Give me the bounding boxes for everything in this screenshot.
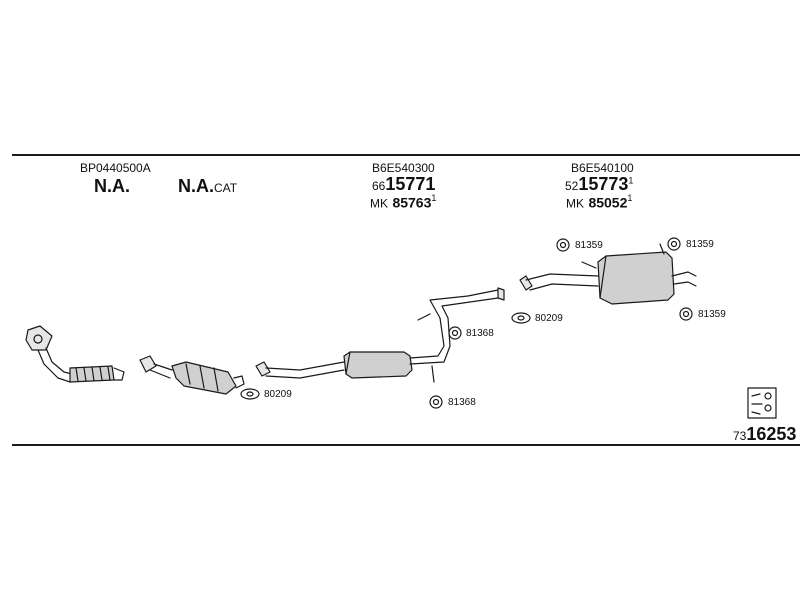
middle-silencer-note-mark: 1 [431, 193, 437, 203]
rubber-hanger-icon [429, 395, 443, 409]
middle-silencer-mk-number: 85763 [392, 194, 432, 211]
middle-silencer-part [255, 287, 505, 383]
bottom-rule [12, 444, 800, 446]
part-code-middle-silencer: B6E540300 [372, 161, 435, 175]
callout-label: 81368 [466, 328, 494, 339]
catalyst-na-text: N.A. [178, 176, 214, 196]
rear-silencer-number: 52157731 [565, 174, 633, 195]
rear-silencer-mk: MK 850521 [566, 193, 632, 212]
rubber-hanger-icon [448, 326, 462, 340]
rear-silencer-note-mark: 1 [628, 175, 634, 186]
rear-silencer-prefix: 52 [565, 179, 579, 193]
kit-number: 7316253 [733, 424, 796, 445]
front-pipe-part [25, 325, 125, 383]
middle-silencer-mk: MK 857631 [370, 193, 436, 212]
callout-label: 81359 [686, 239, 714, 250]
gasket-icon [240, 388, 260, 400]
part-code-front-pipe: BP0440500A [80, 161, 151, 175]
rear-silencer-mk-number: 85052 [588, 194, 628, 211]
rubber-hanger-icon [556, 238, 570, 252]
kit-number-main: 16253 [746, 424, 797, 444]
gasket-icon [511, 312, 531, 324]
part-code-rear-silencer: B6E540100 [571, 161, 634, 175]
rear-silencer-mk-note-mark: 1 [627, 193, 633, 203]
middle-silencer-main: 15771 [385, 174, 436, 194]
callout-label: 80209 [264, 389, 292, 400]
rear-silencer-mk-label: MK [566, 196, 584, 211]
top-rule [12, 154, 800, 156]
catalyst-cat-suffix: CAT [214, 181, 238, 195]
middle-silencer-prefix: 66 [372, 179, 386, 193]
rubber-hanger-icon [679, 307, 693, 321]
kit-number-prefix: 73 [733, 429, 747, 443]
rubber-hanger-icon [667, 237, 681, 251]
front-pipe-na-label: N.A. [94, 176, 130, 196]
callout-label: 81359 [575, 240, 603, 251]
callout-label: 81359 [698, 309, 726, 320]
callout-label: 80209 [535, 313, 563, 324]
rear-silencer-main: 15773 [578, 174, 629, 194]
catalyst-part [139, 355, 245, 395]
fitting-kit-icon [747, 387, 777, 419]
middle-silencer-mk-label: MK [370, 196, 388, 211]
middle-silencer-number: 6615771 [372, 174, 435, 195]
rear-silencer-part [519, 243, 697, 305]
catalyst-na-label: N.A.CAT [178, 176, 237, 197]
callout-label: 81368 [448, 397, 476, 408]
